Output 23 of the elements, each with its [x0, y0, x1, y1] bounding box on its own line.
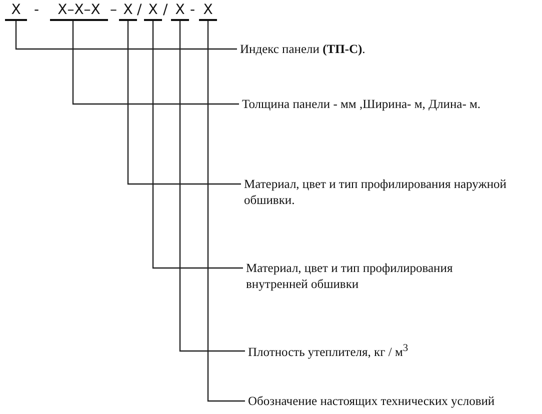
- separator-mark: /: [163, 2, 168, 18]
- description-text: Материал, цвет и тип профилирования внутренней обшивки: [246, 260, 496, 292]
- code-position: X: [5, 2, 27, 21]
- description-text: Толщина панели - мм ,Ширина- м, Длина- м.: [242, 96, 532, 112]
- description-text: Плотность утеплителя, кг / м$^{3}$: [248, 341, 498, 360]
- code-position: X: [144, 2, 162, 21]
- description-text: Материал, цвет и тип профилирования наружной обшивки.: [244, 176, 536, 208]
- code-position: X: [119, 2, 137, 21]
- code-position: X: [199, 2, 217, 21]
- separator-mark: -: [34, 2, 40, 18]
- code-position: X: [171, 2, 189, 21]
- leader-line: [179, 21, 245, 352]
- leader-line: [207, 21, 245, 402]
- leader-line: [127, 21, 241, 185]
- leader-line: [152, 21, 243, 269]
- description-text: Обозначение настоящих технических условий: [248, 393, 538, 409]
- leader-line: [15, 21, 237, 50]
- description-text: Индекс панели (ТП-С).: [240, 41, 530, 57]
- separator-mark: /: [137, 2, 142, 18]
- separator-mark: -: [190, 2, 196, 18]
- leader-line: [72, 21, 239, 105]
- separator-mark: –: [110, 2, 117, 18]
- code-position: X–X–X: [50, 2, 108, 21]
